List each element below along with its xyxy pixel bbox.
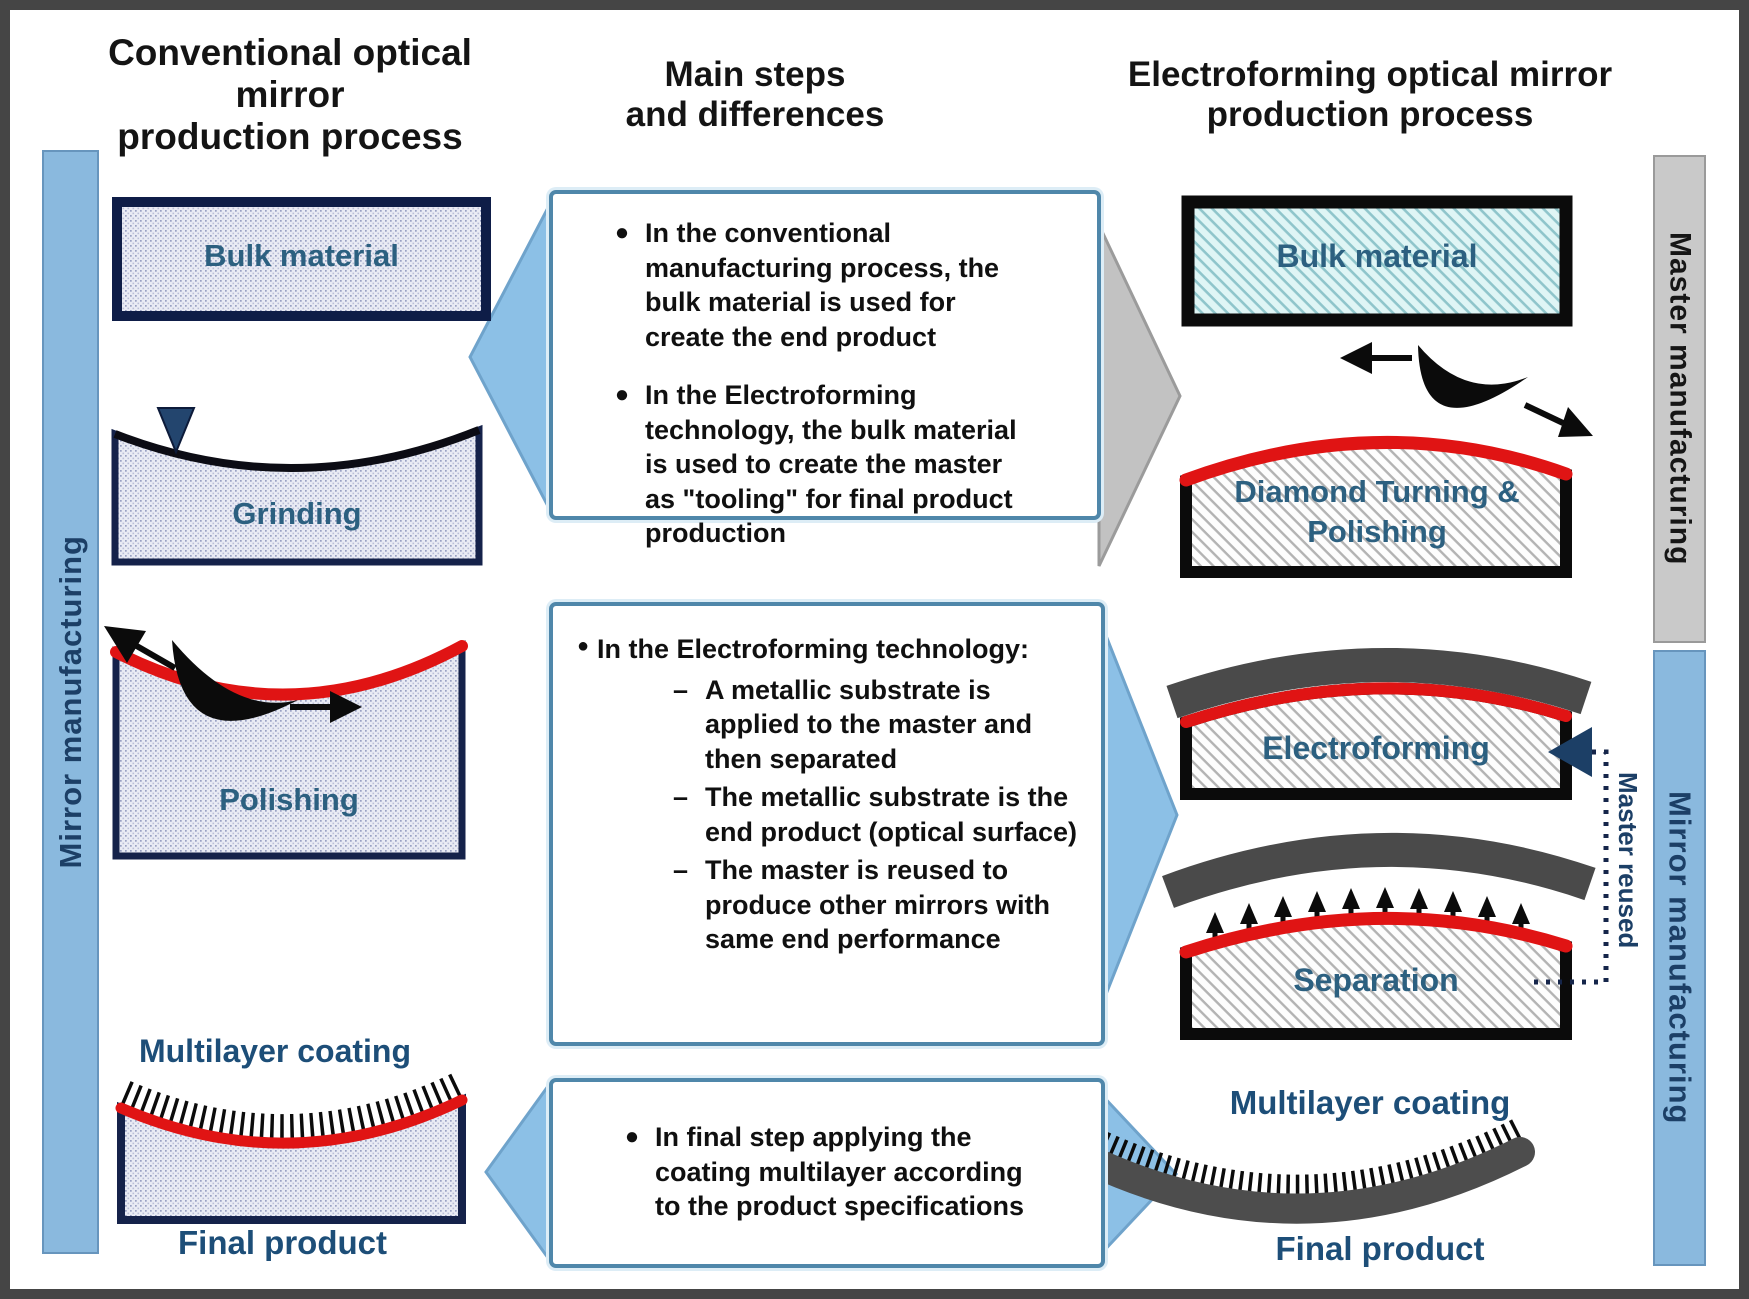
note2-bullet-text: In the Electroforming technology: [597, 634, 1030, 664]
substrate-band-icon [1166, 647, 1592, 719]
dash-icon: – [673, 855, 689, 886]
grinding-tool-icon [156, 407, 196, 455]
bullet-icon: ● [576, 635, 590, 657]
turning-arrow-right-icon [1558, 407, 1593, 437]
note2-item1-text: A metallic substrate is applied to the m… [705, 674, 1033, 774]
note2-sublist: – A metallic substrate is applied to the… [673, 673, 1083, 957]
elec-final-product-label: Final product [1275, 1230, 1485, 1267]
middle-header: Main steps and differences [600, 55, 910, 135]
conv-grinding-shape [111, 407, 483, 566]
polishing-arrow-right-icon [330, 691, 362, 723]
note2-bullet-row: ● In the Electroforming technology: [569, 632, 1083, 667]
note-box-1: ● In the conventional manufacturing proc… [549, 190, 1101, 548]
turning-tool-icon [1418, 345, 1528, 408]
mirror-manufacturing-label-right: Mirror manufacturing [1662, 791, 1698, 1125]
note3-bullet1-text: In final step applying the coating multi… [655, 1122, 1025, 1222]
master-manufacturing-label: Master manufacturing [1663, 232, 1697, 566]
elec-separation-shape [1162, 832, 1596, 1040]
dash-icon: – [673, 674, 689, 705]
multilayer-comb-icon [119, 1073, 465, 1143]
mirror-manufacturing-bar-left: Mirror manufacturing [42, 150, 99, 1254]
elec-final-product-shape [1079, 1118, 1535, 1224]
master-reused-connector [1532, 727, 1609, 985]
elec-separation-label: Separation [1293, 962, 1459, 998]
conventional-header-line1: Conventional optical [108, 32, 472, 73]
mirror-manufacturing-label-left: Mirror manufacturing [52, 535, 88, 869]
master-reused-arrowhead-icon [1548, 727, 1592, 777]
note2-item1-row: – A metallic substrate is applied to the… [673, 673, 1083, 777]
note1-bullet1-text: In the conventional manufacturing proces… [645, 218, 1000, 352]
mirror-manufacturing-bar-right: Mirror manufacturing [1653, 650, 1706, 1266]
middle-header-line1: Main steps [664, 55, 846, 94]
elec-bulk-material-label: Bulk material [1276, 238, 1478, 274]
note1-bullet2-row: ● In the Electroforming technology, the … [599, 378, 1035, 551]
note-box-2: ● In the Electroforming technology: – A … [549, 602, 1105, 1046]
arrow-right-to-master-gray [1097, 224, 1182, 567]
conv-polishing-shape [104, 626, 468, 860]
elec-diamond-turning-label: Diamond Turning & Polishing [1234, 474, 1520, 550]
bullet-icon: ● [614, 381, 630, 409]
elec-diamond-turning-shape [1179, 436, 1573, 578]
substrate-band-lifted-icon [1162, 832, 1596, 908]
bullet-icon: ● [614, 219, 630, 246]
elec-electroforming-label: Electroforming [1262, 730, 1490, 766]
polishing-arrow-left-icon [104, 626, 146, 663]
final-substrate-band-icon [1079, 1137, 1535, 1224]
conv-bulk-material-label: Bulk material [204, 238, 399, 273]
arrow-left-to-final-product [484, 1077, 553, 1267]
conv-bulk-material-shape [112, 197, 491, 321]
conventional-header: Conventional optical mirror production p… [90, 32, 490, 159]
note1-bullet1-row: ● In the conventional manufacturing proc… [599, 216, 1035, 354]
conventional-header-line2: mirror [235, 74, 345, 116]
note1-bullet2-text: In the Electroforming technology, the bu… [645, 380, 1017, 549]
conventional-header-line3: production process [117, 116, 463, 158]
note2-item2-text: The metallic substrate is the end produc… [705, 782, 1078, 847]
conv-multilayer-coating-label: Multilayer coating [138, 1033, 412, 1069]
multilayer-comb-icon [1088, 1118, 1526, 1201]
arrow-right-to-electroforming [1097, 617, 1179, 1013]
elec-bulk-material-shape [1181, 195, 1573, 327]
turning-arrow-left-icon [1340, 342, 1372, 374]
elec-electroforming-shape [1166, 647, 1592, 800]
master-reused-label: Master reused [1613, 772, 1643, 949]
note3-bullet1-row: ● In final step applying the coating mul… [609, 1120, 1049, 1224]
note-box-3: ● In final step applying the coating mul… [549, 1078, 1105, 1268]
dash-icon: – [673, 782, 689, 813]
conv-polishing-label: Polishing [219, 782, 359, 817]
note2-item3-row: – The master is reused to produce other … [673, 853, 1083, 957]
polishing-tool-icon [172, 640, 298, 721]
note2-item2-row: – The metallic substrate is the end prod… [673, 780, 1083, 849]
electroforming-header-line2: production process [1206, 94, 1534, 134]
electroforming-header-line1: Electroforming optical mirror [1127, 55, 1613, 94]
master-manufacturing-bar: Master manufacturing [1653, 155, 1706, 643]
elec-multilayer-coating-label: Multilayer coating [1229, 1084, 1511, 1121]
conv-final-product-label: Final product [178, 1224, 387, 1261]
electroforming-header: Electroforming optical mirror production… [1065, 55, 1675, 135]
elec-turning-tool-group [1340, 342, 1593, 437]
bullet-icon: ● [624, 1123, 640, 1150]
middle-header-line2: and differences [625, 94, 885, 134]
conv-final-product-shape [115, 1073, 468, 1224]
conv-grinding-label: Grinding [232, 496, 362, 531]
note2-item3-text: The master is reused to produce other mi… [705, 855, 1051, 955]
